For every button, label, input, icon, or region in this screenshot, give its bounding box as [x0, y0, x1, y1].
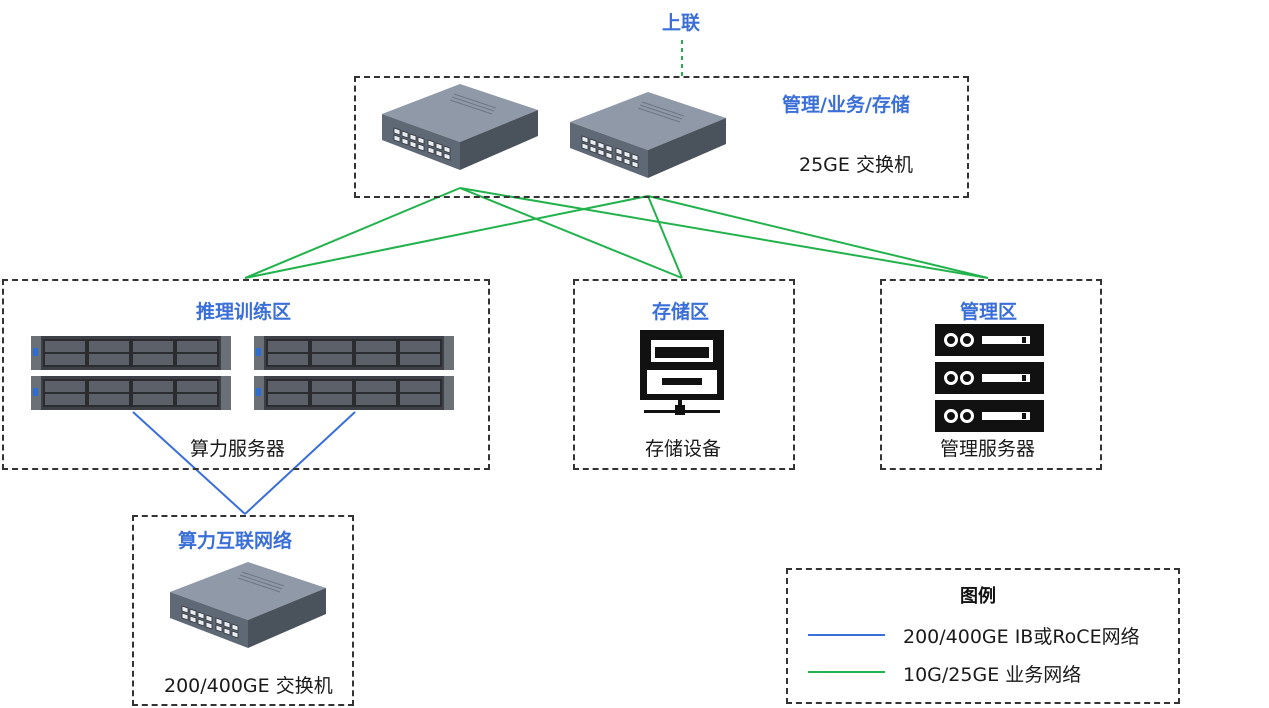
link-switch1-inference [244, 187, 461, 279]
core-zone-title: 管理/业务/存储 [782, 94, 910, 116]
core-switch-label: 25GE 交换机 [799, 154, 913, 176]
link-server-right-compute [244, 411, 356, 515]
compute-network-zone [132, 515, 354, 706]
link-server-left-compute [132, 411, 246, 515]
legend-title: 图例 [960, 586, 996, 607]
inference-zone-title: 推理训练区 [196, 301, 292, 323]
storage-zone-title: 存储区 [652, 301, 710, 323]
legend-business-label: 10G/25GE 业务网络 [903, 664, 1082, 686]
ib-roce-links [132, 411, 356, 515]
storage-zone [573, 279, 795, 470]
link-switch1-storage [459, 187, 683, 279]
compute-server-label: 算力服务器 [190, 438, 286, 460]
storage-device-label: 存储设备 [645, 438, 722, 460]
management-zone [880, 279, 1102, 470]
legend-box [786, 568, 1180, 704]
management-zone-title: 管理区 [960, 301, 1018, 323]
legend-ib-roce-label: 200/400GE IB或RoCE网络 [903, 626, 1140, 648]
core-switch-zone [354, 76, 969, 198]
link-switch2-storage [647, 195, 683, 279]
compute-network-title: 算力互联网络 [178, 530, 293, 552]
compute-network-switch-label: 200/400GE 交换机 [164, 675, 333, 697]
inference-training-zone [2, 279, 490, 470]
link-switch1-management [459, 187, 989, 279]
management-server-label: 管理服务器 [940, 438, 1036, 460]
link-switch2-inference [244, 195, 649, 279]
uplink-label: 上联 [662, 12, 701, 34]
business-network-links [244, 187, 989, 279]
link-switch2-management [647, 195, 989, 279]
